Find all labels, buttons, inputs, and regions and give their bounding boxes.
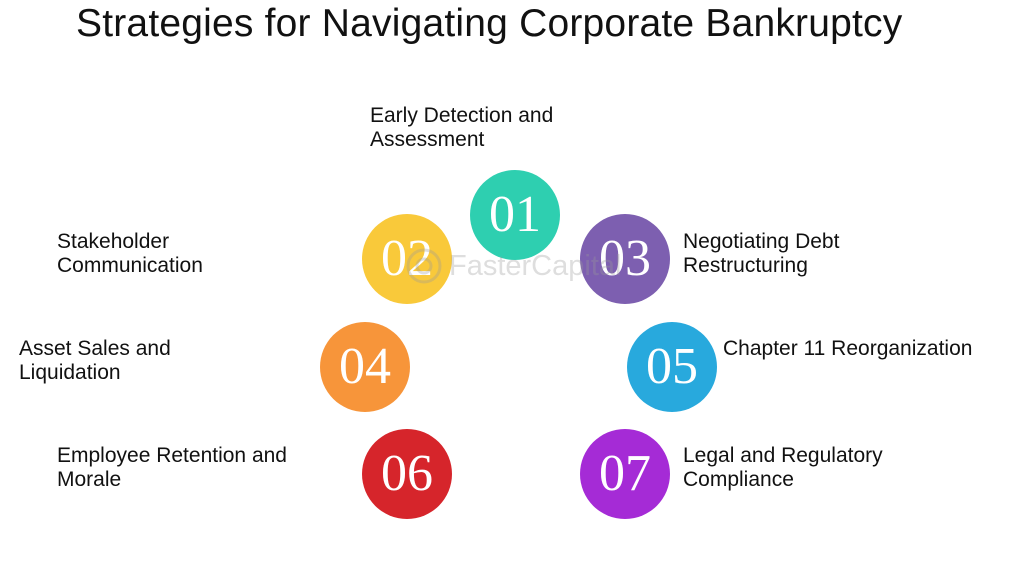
step-circle-07: 07 — [580, 429, 670, 519]
step-circle-05: 05 — [627, 322, 717, 412]
watermark-text: FasterCapital — [449, 249, 622, 282]
step-circle-03: 03 — [580, 214, 670, 304]
step-label-05: Chapter 11 Reorganization — [723, 337, 973, 360]
step-number-04: 04 — [339, 338, 391, 395]
step-circle-02: 02 — [362, 214, 452, 304]
fastercapital-logo-icon — [406, 248, 442, 284]
step-number-06: 06 — [381, 445, 433, 502]
step-number-07: 07 — [599, 445, 651, 502]
step-circle-04: 04 — [320, 322, 410, 412]
page-title: Strategies for Navigating Corporate Bank… — [76, 2, 903, 45]
step-label-03: Negotiating Debt Restructuring — [683, 230, 840, 277]
step-circle-06: 06 — [362, 429, 452, 519]
step-label-04: Asset Sales and Liquidation — [19, 337, 171, 384]
step-number-03: 03 — [599, 230, 651, 287]
step-label-06: Employee Retention and Morale — [57, 444, 287, 491]
step-label-02: Stakeholder Communication — [57, 230, 203, 277]
step-number-02: 02 — [381, 230, 433, 287]
step-number-05: 05 — [646, 338, 698, 395]
watermark: FasterCapital — [405, 247, 621, 285]
step-label-07: Legal and Regulatory Compliance — [683, 444, 883, 491]
step-circle-01: 01 — [470, 170, 560, 260]
step-number-01: 01 — [489, 186, 541, 243]
step-label-01: Early Detection and Assessment — [370, 104, 554, 151]
